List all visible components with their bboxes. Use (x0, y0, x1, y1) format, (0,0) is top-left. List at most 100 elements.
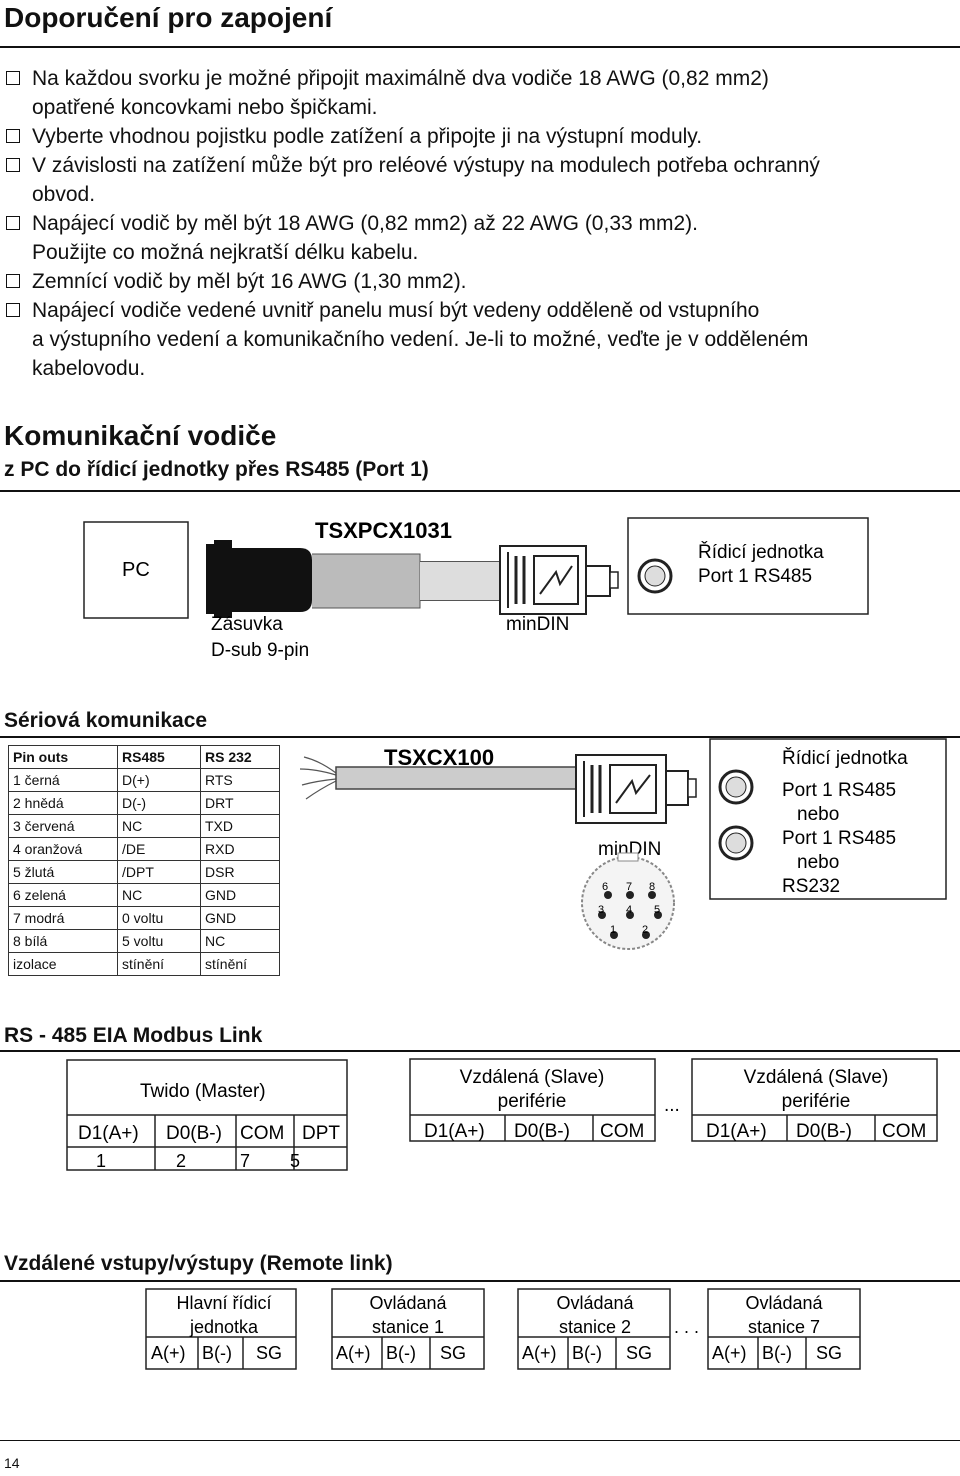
unit-label: jednotka (189, 1317, 259, 1337)
list-item: Zemnící vodič by měl být 16 AWG (1,30 mm… (4, 267, 954, 296)
port-label: D1(A+) (424, 1121, 485, 1142)
mindin-label: minDIN (598, 839, 661, 860)
mindin-socket-icon (637, 558, 673, 594)
section-title-serial: Sériová komunikace (4, 709, 208, 732)
checkbox-icon (6, 71, 20, 85)
port-label: D0(B-) (796, 1121, 852, 1142)
table-cell: 5 voltu (117, 929, 201, 953)
title-rule (0, 46, 960, 48)
table-cell: D(-) (117, 791, 201, 815)
list-item: Vyberte vhodnou pojistku podle zatížení … (4, 122, 954, 151)
table-cell: stínění (200, 952, 280, 976)
subtitle-rule (0, 490, 960, 492)
column-header: RS 232 (200, 745, 280, 769)
port-label: B(-) (386, 1343, 416, 1363)
mindin-pinout-icon (581, 852, 675, 950)
port-label: COM (240, 1123, 284, 1144)
pin-number: 1 (96, 1151, 106, 1171)
ellipsis: ... (664, 1095, 680, 1116)
table-cell: 5 žlutá (8, 860, 118, 884)
bullet-line: kabelovodu. (32, 357, 146, 380)
bullet-line: opatřené koncovkami nebo špičkami. (32, 96, 378, 119)
pin-number: 7 (626, 881, 632, 893)
table-cell: 1 černá (8, 768, 118, 792)
pin-number: 8 (649, 881, 655, 893)
port-label: SG (440, 1343, 466, 1363)
socket-type-label: D-sub 9-pin (211, 640, 309, 661)
mindin-label: minDIN (506, 614, 569, 635)
bullet-line: Napájecí vodič by měl být 18 AWG (0,82 m… (32, 212, 699, 235)
table-cell: D(+) (117, 768, 201, 792)
bullet-line: Použijte co možná nejkratší délku kabelu… (32, 241, 419, 264)
column-header: Pin outs (8, 745, 118, 769)
remote-rule (0, 1280, 960, 1282)
slave-label: Vzdálená (Slave) (744, 1067, 889, 1088)
modbus-diagram: Twido (Master) D1(A+) D0(B-) COM DPT 1 2… (66, 1058, 938, 1171)
slave-box (409, 1058, 656, 1142)
remote-link-diagram: Hlavní řídicí jednotka A(+) B(-) SG Ovlá… (145, 1288, 861, 1370)
serial-rule (0, 736, 960, 738)
port-label: D1(A+) (78, 1123, 139, 1144)
list-item: Na každou svorku je možné připojit maxim… (4, 64, 954, 122)
checkbox-icon (6, 274, 20, 288)
unit-label: Hlavní řídicí (176, 1293, 271, 1313)
table-cell: GND (200, 883, 280, 907)
port-label: D1(A+) (706, 1121, 767, 1142)
unit-label: stanice 7 (748, 1317, 820, 1337)
remote-unit-box (707, 1288, 861, 1370)
unit-label: stanice 2 (559, 1317, 631, 1337)
section-title-modbus: RS - 485 EIA Modbus Link (4, 1024, 263, 1047)
slave-label: periférie (782, 1091, 851, 1112)
port-label: B(-) (202, 1343, 232, 1363)
socket-label: Zásuvka (211, 614, 283, 635)
table-cell: DSR (200, 860, 280, 884)
section-title-remote: Vzdálené vstupy/výstupy (Remote link) (4, 1252, 393, 1275)
checkbox-icon (6, 303, 20, 317)
mindin-connector-icon (499, 545, 619, 615)
list-item: V závislosti na zatížení může být pro re… (4, 151, 954, 209)
modbus-rule (0, 1050, 960, 1052)
unit-label: stanice 1 (372, 1317, 444, 1337)
pin-number: 2 (642, 924, 648, 936)
mindin-socket-icon (718, 769, 754, 805)
remote-unit-box (145, 1288, 297, 1370)
port-label: SG (256, 1343, 282, 1363)
table-cell: GND (200, 906, 280, 930)
port-label: B(-) (572, 1343, 602, 1363)
table-cell: 6 zelená (8, 883, 118, 907)
checkbox-icon (6, 129, 20, 143)
pc-cable-diagram: TSXPCX1031 PC Řídicí jednotka Port 1 RS4… (83, 517, 869, 661)
port-label: B(-) (762, 1343, 792, 1363)
controller-label: Řídicí jednotka (698, 541, 824, 563)
pin-number: 5 (654, 904, 660, 916)
port-label: DPT (302, 1123, 340, 1144)
mindin-socket-icon (718, 825, 754, 861)
table-header-row: Pin outs RS485 RS 232 (8, 745, 280, 769)
bullet-line: V závislosti na zatížení může být pro re… (32, 154, 820, 177)
pin-number: 1 (610, 924, 616, 936)
port-label: A(+) (336, 1343, 371, 1363)
port-label: Port 1 RS485 (782, 780, 896, 801)
port-label: SG (626, 1343, 652, 1363)
port-label: D0(B-) (166, 1123, 222, 1144)
pin-number: 2 (176, 1151, 186, 1171)
table-cell: stínění (117, 952, 201, 976)
slave-box (691, 1058, 938, 1142)
recommendation-list: Na každou svorku je možné připojit maxim… (4, 64, 954, 383)
master-label: Twido (Master) (140, 1081, 266, 1102)
table-cell: TXD (200, 814, 280, 838)
table-cell: 4 oranžová (8, 837, 118, 861)
pc-box (83, 521, 189, 619)
port-label: COM (882, 1121, 926, 1142)
mindin-connector-icon (575, 754, 697, 824)
pin-number: 4 (626, 904, 632, 916)
port-label: A(+) (151, 1343, 186, 1363)
table-cell: RXD (200, 837, 280, 861)
checkbox-icon (6, 158, 20, 172)
